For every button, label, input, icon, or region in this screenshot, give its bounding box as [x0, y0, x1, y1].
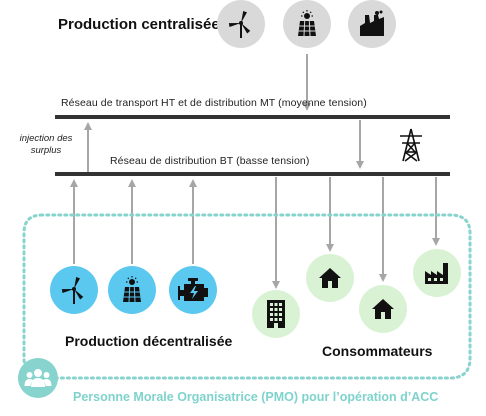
wind-turbine-icon	[228, 11, 251, 38]
factory-icon	[425, 263, 448, 284]
factory-icon	[360, 10, 384, 36]
decentral-wind-turbine	[50, 266, 98, 314]
distribution-network-label: Réseau de distribution BT (basse tension…	[110, 155, 310, 167]
transport-network-label: Réseau de transport HT et de distributio…	[61, 97, 367, 109]
injection-label-line2: surplus	[30, 145, 62, 156]
consumer-building	[252, 290, 300, 338]
pmo-group	[18, 358, 58, 398]
distribution-network-line	[55, 172, 450, 176]
solar-panel-icon	[298, 10, 316, 37]
transport-network-line	[55, 115, 450, 119]
house-icon	[372, 299, 394, 319]
central-power-plant	[348, 0, 396, 48]
injection-surplus-label: injection des surplus	[10, 133, 82, 157]
central-wind-turbine	[217, 0, 265, 48]
central-solar-panel	[283, 0, 331, 48]
decentral-generator	[169, 266, 217, 314]
wind-turbine-icon	[61, 277, 84, 304]
generator-icon	[178, 278, 208, 301]
group-icon	[24, 369, 52, 387]
consumers-title: Consommateurs	[322, 343, 433, 359]
decentral-solar-panel	[108, 266, 156, 314]
solar-panel-icon	[123, 276, 141, 303]
injection-label-line1: injection des	[19, 133, 73, 144]
pmo-label: Personne Morale Organisatrice (PMO) pour…	[73, 390, 439, 404]
building-icon	[267, 300, 285, 328]
power-pylon-icon	[400, 128, 422, 162]
consumer-house-1	[306, 254, 354, 302]
central-production-title: Production centralisée	[58, 16, 220, 33]
decentral-production-title: Production décentralisée	[65, 333, 233, 349]
house-icon	[319, 268, 341, 288]
consumer-factory	[413, 249, 461, 297]
pmo-boundary	[22, 213, 472, 380]
consumer-house-2	[359, 285, 407, 333]
